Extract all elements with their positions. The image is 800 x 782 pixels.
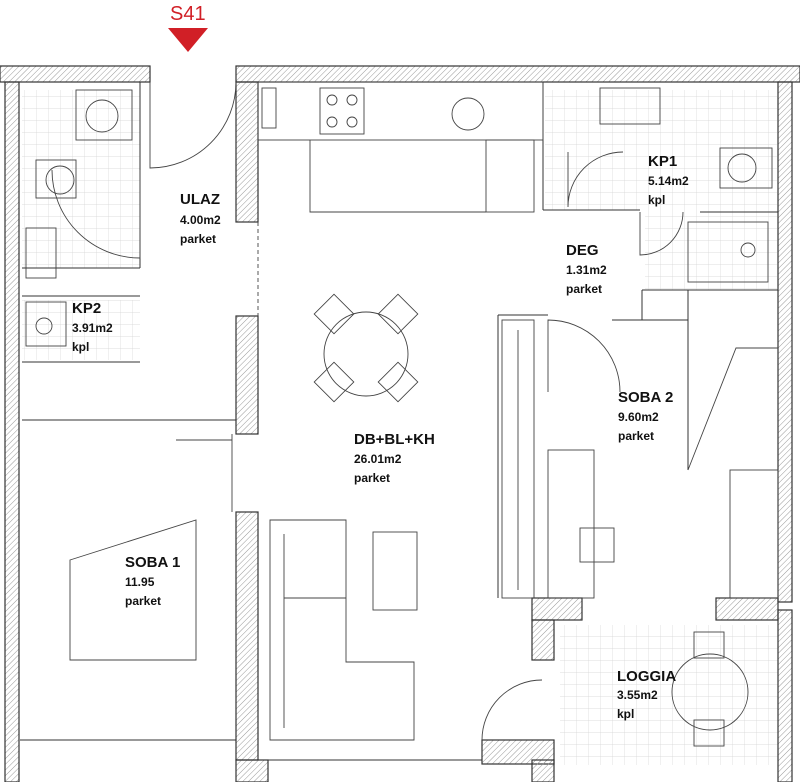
room-name: SOBA 1 xyxy=(125,554,180,571)
room-floor: parket xyxy=(566,282,602,296)
room-floor: kpl xyxy=(72,340,89,354)
unit-marker: S41 xyxy=(168,3,208,52)
room-floor: kpl xyxy=(617,707,634,721)
room-floor: parket xyxy=(180,232,216,246)
room-floor: parket xyxy=(125,594,161,608)
room-area: 3.91m2 xyxy=(72,321,113,335)
bathroom-fixtures xyxy=(25,87,773,347)
room-area: 11.95 xyxy=(125,575,155,589)
tiled-floors xyxy=(22,90,778,765)
room-label-soba2: SOBA 2 9.60m2 parket xyxy=(618,389,673,443)
bed-soba1 xyxy=(69,519,197,661)
sofa xyxy=(269,519,418,741)
unit-marker-label: S41 xyxy=(170,3,206,25)
room-name: DEG xyxy=(566,242,599,259)
partitions xyxy=(20,82,778,761)
room-area: 9.60m2 xyxy=(618,410,659,424)
room-label-soba1: SOBA 1 11.95 parket xyxy=(125,554,180,608)
doors xyxy=(51,81,684,741)
room-label-kp2: KP2 3.91m2 kpl xyxy=(72,300,113,354)
room-label-loggia: LOGGIA 3.55m2 kpl xyxy=(617,668,676,721)
room-label-kp1: KP1 5.14m2 kpl xyxy=(648,153,689,207)
room-name: DB+BL+KH xyxy=(354,431,435,448)
dining-table xyxy=(313,293,419,403)
wardrobe xyxy=(501,319,535,599)
room-area: 5.14m2 xyxy=(648,174,689,188)
room-label-deg: DEG 1.31m2 parket xyxy=(566,242,607,296)
room-area: 26.01m2 xyxy=(354,452,402,466)
room-area: 1.31m2 xyxy=(566,263,607,277)
marker-arrow-icon xyxy=(168,28,208,52)
loggia-table xyxy=(671,631,749,747)
room-name: KP1 xyxy=(648,153,677,170)
room-name: LOGGIA xyxy=(617,668,676,685)
room-floor: parket xyxy=(354,471,390,485)
kitchen-counter xyxy=(257,81,544,213)
room-floor: parket xyxy=(618,429,654,443)
room-label-db-bl-kh: DB+BL+KH 26.01m2 parket xyxy=(354,431,435,485)
room-name: KP2 xyxy=(72,300,101,317)
room-floor: kpl xyxy=(648,193,665,207)
soba2-furniture xyxy=(547,347,779,599)
room-name: SOBA 2 xyxy=(618,389,673,406)
room-name: ULAZ xyxy=(180,191,220,208)
room-area: 3.55m2 xyxy=(617,688,658,702)
room-area: 4.00m2 xyxy=(180,213,221,227)
room-label-ulaz: ULAZ 4.00m2 parket xyxy=(180,191,221,246)
